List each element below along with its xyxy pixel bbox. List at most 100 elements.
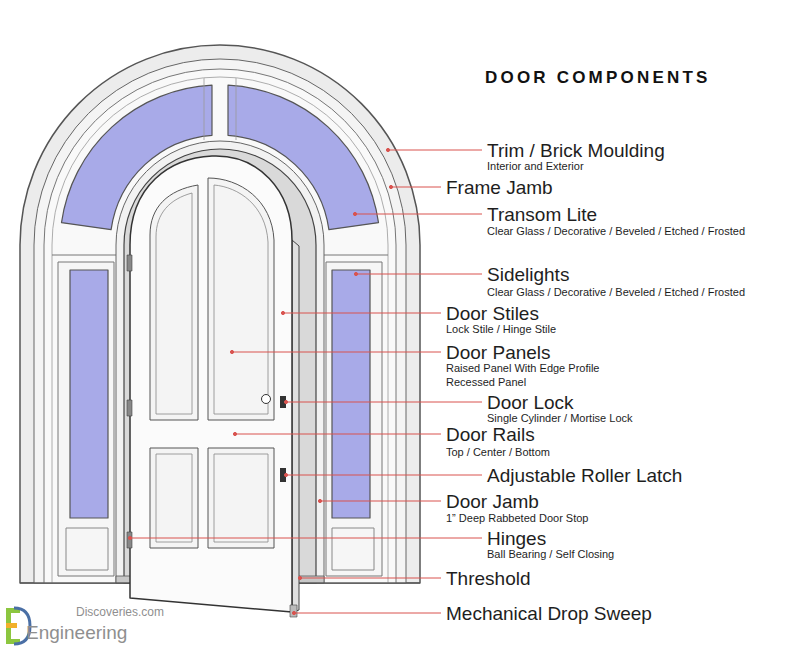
sidelight-frame: [58, 262, 114, 576]
sidelight-panel: [332, 528, 374, 570]
label-slot: Clear Glass / Decorative / Beveled / Etc…: [487, 226, 745, 237]
part-note: Top / Center / Bottom: [446, 447, 550, 458]
sidelight-frame: [326, 262, 382, 576]
leader-dot: [354, 272, 357, 275]
leader-line: [356, 274, 482, 275]
label-slot: Trim / Brick Moulding: [487, 141, 665, 160]
part-name: Threshold: [446, 569, 531, 588]
part-name: Door Stiles: [446, 304, 539, 323]
label-slot: Top / Center / Bottom: [446, 447, 550, 458]
part-name: Mechanical Drop Sweep: [446, 604, 652, 623]
label-slot: Door Stiles: [446, 304, 539, 323]
label-slot: 1” Deep Rabbeted Door Stop: [446, 513, 588, 524]
mullion-line: [204, 78, 205, 140]
leader-line: [391, 187, 441, 188]
leader-dot: [318, 499, 321, 502]
leader-dot: [292, 611, 295, 614]
panel-profile: [214, 454, 268, 542]
part-name: Door Lock: [487, 393, 574, 412]
part-name: Hinges: [487, 529, 546, 548]
hinge: [127, 255, 132, 271]
label-slot: Clear Glass / Decorative / Beveled / Etc…: [487, 287, 745, 298]
part-note: Clear Glass / Decorative / Beveled / Etc…: [487, 287, 745, 298]
leader-line: [286, 402, 482, 403]
label-slot: Door Rails: [446, 425, 535, 444]
logo-bar: [6, 623, 17, 628]
sidelight-glass: [70, 270, 108, 518]
part-note: Raised Panel With Edge Profile: [446, 363, 599, 374]
label-slot: Lock Stile / Hinge Stile: [446, 324, 556, 335]
leader-line: [283, 313, 441, 314]
leader-line: [235, 434, 441, 435]
label-slot: Door Lock: [487, 393, 574, 412]
door-edge: [292, 240, 299, 612]
leader-line: [355, 214, 482, 215]
part-name: Trim / Brick Moulding: [487, 141, 665, 160]
door-panel: [150, 448, 198, 548]
label-slot: Ball Bearing / Self Closing: [487, 549, 614, 560]
label-slot: Engineering: [26, 623, 127, 642]
frame-line: [52, 77, 388, 583]
part-name: Adjustable Roller Latch: [487, 466, 682, 485]
part-name: Transom Lite: [487, 205, 597, 224]
part-name: Door Panels: [446, 343, 551, 362]
diagram-title: DOOR COMPONENTS: [485, 69, 711, 86]
panel-profile: [214, 185, 268, 414]
transom-bar: [52, 255, 116, 256]
door-knob: [262, 395, 271, 404]
label-slot: Hinges: [487, 529, 546, 548]
label-slot: Frame Jamb: [446, 178, 553, 197]
mullion-line: [236, 78, 237, 140]
transom-bar: [324, 255, 388, 256]
part-note: Recessed Panel: [446, 377, 526, 388]
watermark: Engineering: [26, 623, 127, 642]
leader-lines: [128, 148, 482, 614]
leader-line: [286, 475, 482, 476]
door-leaf: [130, 156, 292, 612]
panel-profile: [156, 454, 192, 542]
label-slot: Recessed Panel: [446, 377, 526, 388]
part-name: Frame Jamb: [446, 178, 553, 197]
leader-line: [388, 150, 482, 151]
drop-sweep: [290, 605, 297, 617]
label-slot: Sidelights: [487, 265, 569, 284]
label-slot: Discoveries.com: [76, 606, 164, 618]
part-name: Door Rails: [446, 425, 535, 444]
label-slot: Interior and Exterior: [487, 161, 584, 172]
part-name: Sidelights: [487, 265, 569, 284]
part-note: Single Cylinder / Mortise Lock: [487, 413, 633, 424]
frame-inner: [44, 69, 396, 583]
part-name: Door Jamb: [446, 492, 539, 511]
title-slot: DOOR COMPONENTS: [485, 69, 711, 86]
leader-dot: [281, 311, 284, 314]
label-slot: Raised Panel With Edge Profile: [446, 363, 599, 374]
part-note: Clear Glass / Decorative / Beveled / Etc…: [487, 226, 745, 237]
leader-dot: [284, 473, 287, 476]
leader-line: [232, 352, 441, 353]
leader-line: [300, 578, 441, 579]
watermark: Discoveries.com: [76, 606, 164, 618]
leader-dot: [353, 212, 356, 215]
door-panel: [150, 185, 198, 420]
sidelight-glass: [332, 270, 370, 518]
label-slot: Door Panels: [446, 343, 551, 362]
part-note: Ball Bearing / Self Closing: [487, 549, 614, 560]
leader-dot: [128, 536, 131, 539]
label-slot: Threshold: [446, 569, 531, 588]
leader-line: [130, 538, 482, 539]
part-note: 1” Deep Rabbeted Door Stop: [446, 513, 588, 524]
leader-dot: [389, 185, 392, 188]
leader-dot: [233, 432, 236, 435]
sidelight-panel: [66, 528, 108, 570]
panel-profile: [156, 193, 192, 414]
label-slot: Door Jamb: [446, 492, 539, 511]
leader-dot: [284, 400, 287, 403]
label-slot: Adjustable Roller Latch: [487, 466, 682, 485]
hinge: [127, 400, 132, 416]
leader-line: [294, 613, 441, 614]
frame-jamb: [34, 59, 406, 583]
leader-dot: [386, 148, 389, 151]
hinge: [127, 532, 132, 548]
